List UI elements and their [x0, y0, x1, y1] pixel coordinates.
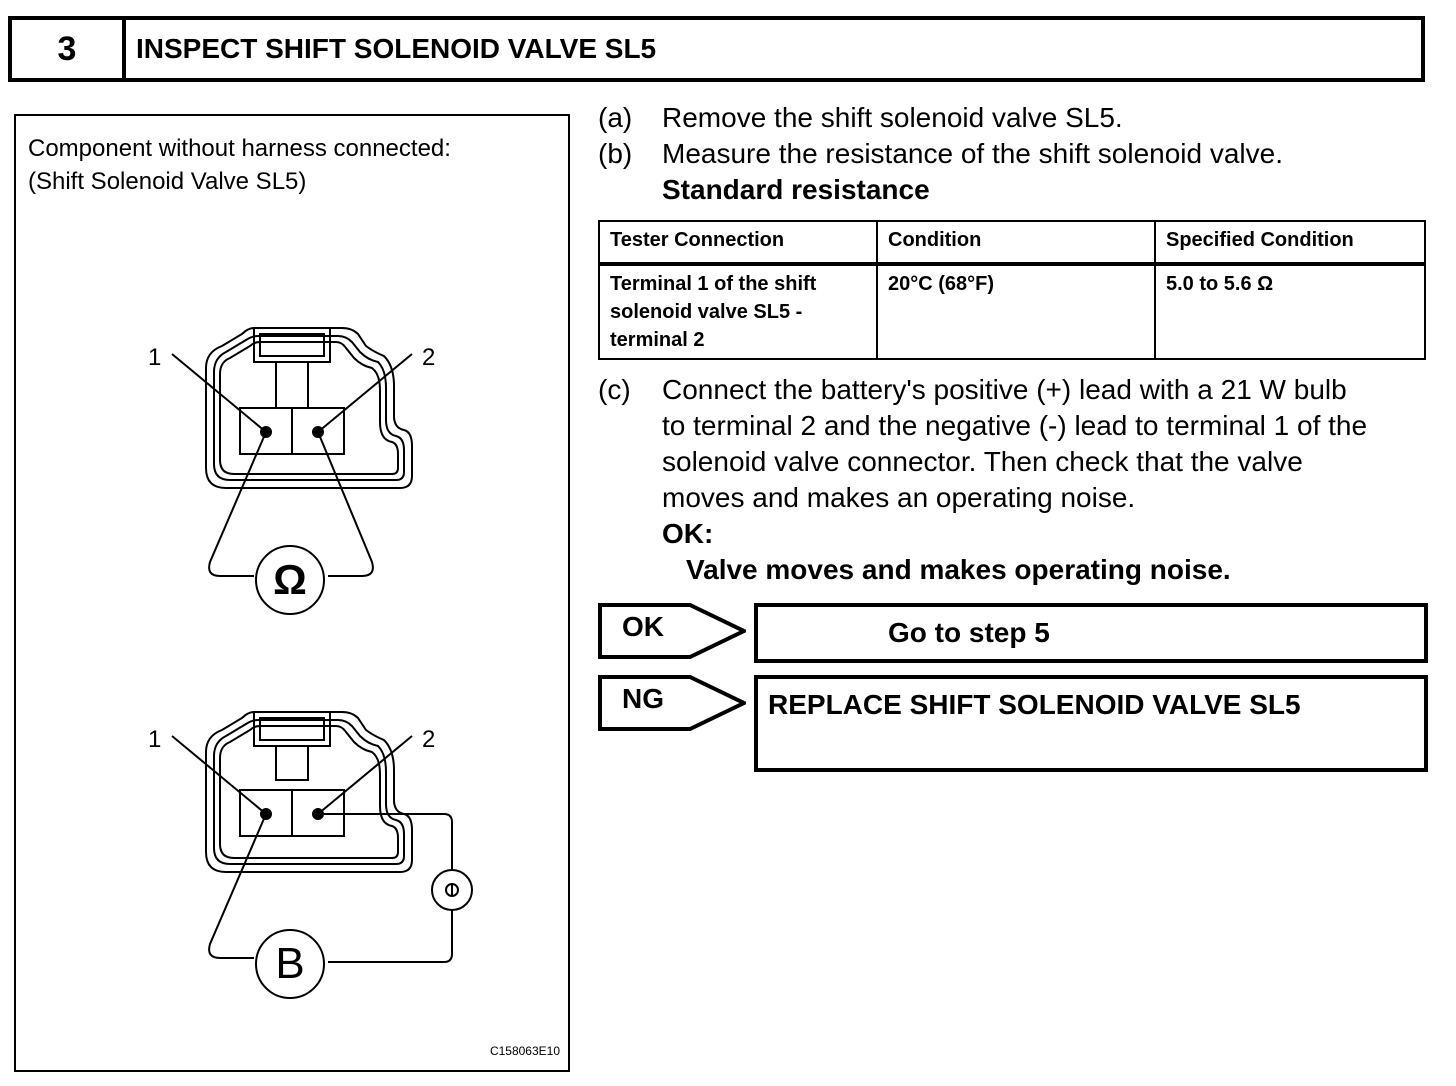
bulb-symbol [431, 869, 473, 911]
figure-caption-line1: Component without harness connected: [28, 135, 451, 162]
bottom-wire-negative [208, 813, 267, 959]
figure-code: C158063E10 [489, 1044, 560, 1058]
table-header-connection: Tester Connection [598, 220, 878, 265]
top-connector-outer-shell [205, 327, 413, 489]
step-a-text: Remove the shift solenoid valve SL5. [662, 102, 1123, 133]
top-probe-wires [208, 431, 374, 577]
ng-arrow-tag-shape [598, 675, 749, 731]
table-header-condition: Condition [876, 220, 1156, 265]
ohmmeter-symbol [255, 545, 325, 615]
cell-condition: 20°C (68°F) [876, 263, 1156, 360]
bottom-connector-inner-shell-2 [219, 725, 399, 859]
bottom-connector-key [275, 745, 309, 781]
bottom-connector-outer-shell [205, 711, 413, 873]
step-a: (a) Remove the shift solenoid valve SL5. [598, 100, 1422, 136]
table-row: Terminal 1 of the shift solenoid valve S… [598, 263, 1426, 360]
top-terminal-2-label: 2 [422, 344, 436, 371]
bottom-terminal-1-label: 1 [148, 726, 162, 753]
step-a-letter: (a) [598, 102, 633, 133]
step-b-text: Measure the resistance of the shift sole… [662, 138, 1284, 169]
resistance-spec-table: Tester Connection Condition Specified Co… [598, 220, 1426, 360]
bottom-wire-positive [318, 813, 453, 963]
step-c-text: Connect the battery's positive (+) lead … [662, 372, 1422, 588]
ng-tag-label: NG [622, 683, 664, 714]
ok-action-text: Go to step 5 [888, 617, 1050, 648]
step-c: (c) Connect the battery's positive (+) l… [598, 372, 1422, 588]
step-header: 3 INSPECT SHIFT SOLENOID VALVE SL5 [8, 16, 1425, 82]
ng-action-box: REPLACE SHIFT SOLENOID VALVE SL5 [754, 675, 1428, 772]
ohmmeter-label: Ω [273, 556, 307, 603]
ng-action-text: REPLACE SHIFT SOLENOID VALVE SL5 [768, 689, 1301, 720]
battery-label: B [275, 939, 305, 988]
step-b-letter: (b) [598, 138, 633, 169]
ok-arrow-tag-shape [598, 603, 749, 659]
figure-caption: Component without harness connected: (Sh… [28, 132, 451, 198]
bottom-terminal-2-label: 2 [422, 726, 436, 753]
bottom-connector-diagram [171, 711, 473, 999]
illustration-panel: Component without harness connected: (Sh… [14, 114, 570, 1072]
top-terminal-1-label: 1 [148, 344, 162, 371]
steps-ab: (a) Remove the shift solenoid valve SL5.… [598, 100, 1422, 208]
table-header-specified: Specified Condition [1154, 220, 1426, 265]
ok-action-box: Go to step 5 [754, 603, 1428, 663]
step-c-letter: (c) [598, 374, 631, 405]
ng-tag: NG [598, 675, 749, 731]
top-connector-diagram [171, 327, 413, 615]
ok-tag-label: OK [622, 611, 664, 642]
top-leader-1 [171, 353, 267, 433]
step-b: (b) Measure the resistance of the shift … [598, 136, 1422, 172]
ok-tag: OK [598, 603, 749, 659]
cell-connection: Terminal 1 of the shift solenoid valve S… [598, 263, 878, 360]
top-connector-key [275, 361, 309, 409]
standard-resistance-heading: Standard resistance [662, 174, 930, 205]
connector-diagrams [171, 327, 473, 999]
bottom-leader-2 [317, 735, 413, 815]
top-connector-inner-shell-2 [219, 341, 399, 475]
top-connector-inner-shell [213, 335, 405, 481]
ok-criteria-label: OK: [662, 518, 714, 549]
step-number: 3 [12, 20, 126, 78]
cell-specified: 5.0 to 5.6 Ω [1154, 263, 1426, 360]
bottom-connector-inner-shell [213, 719, 405, 865]
ok-criteria-text: Valve moves and makes operating noise. [686, 554, 1231, 585]
battery-symbol [255, 929, 325, 999]
figure-caption-line2: (Shift Solenoid Valve SL5) [28, 168, 307, 195]
top-leader-2 [317, 353, 413, 433]
step-title: INSPECT SHIFT SOLENOID VALVE SL5 [136, 33, 657, 64]
bottom-leader-1 [171, 735, 267, 815]
